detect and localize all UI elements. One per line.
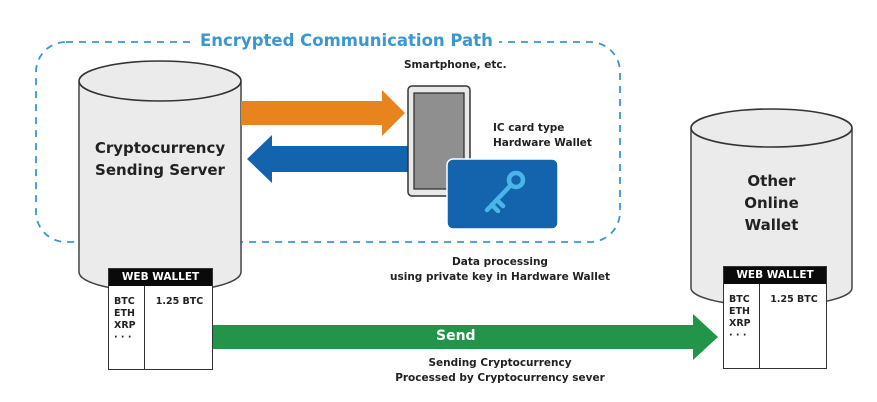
data-processing-line2: using private key in Hardware Wallet: [390, 271, 610, 283]
send-caption-line1: Sending Cryptocurrency: [428, 357, 572, 369]
key-icon: [484, 170, 526, 214]
hardware-wallet-label: IC card type Hardware Wallet: [493, 121, 592, 151]
send-arrow: [212, 314, 718, 360]
hardware-wallet-label-line2: Hardware Wallet: [493, 137, 592, 149]
data-processing-label: Data processing using private key in Har…: [385, 255, 615, 285]
other-wallet-cylinder: [690, 108, 853, 307]
currency-item: BTC: [114, 296, 135, 307]
web-wallet-left: WEB WALLET BTC ETH XRP · · · 1.25 BTC: [108, 268, 213, 370]
send-caption: Sending Cryptocurrency Processed by Cryp…: [385, 356, 615, 386]
sending-server-label-line1: Cryptocurrency: [94, 139, 226, 157]
smartphone-label: Smartphone, etc.: [404, 59, 507, 71]
currency-item: · · ·: [729, 330, 747, 341]
blue-arrow-left: [247, 135, 410, 183]
web-wallet-right: WEB WALLET BTC ETH XRP · · · 1.25 BTC: [723, 266, 827, 369]
currency-item: BTC: [729, 294, 750, 305]
balance-value: 1.25 BTC: [155, 296, 204, 307]
web-wallet-header: WEB WALLET: [109, 269, 212, 286]
other-wallet-label-line1: Other: [747, 172, 796, 190]
hardware-wallet-label-line1: IC card type: [493, 122, 565, 134]
other-wallet-label-line2: Online: [744, 194, 799, 212]
currency-item: ETH: [114, 308, 135, 319]
sending-server-cylinder: [78, 60, 242, 293]
currency-list: BTC ETH XRP · · ·: [724, 284, 760, 368]
web-wallet-header: WEB WALLET: [724, 267, 826, 284]
currency-list: BTC ETH XRP · · ·: [109, 286, 145, 369]
send-caption-line2: Processed by Cryptocurrency sever: [395, 372, 605, 384]
currency-item: XRP: [729, 318, 751, 329]
sending-server-label: Cryptocurrency Sending Server: [79, 137, 241, 181]
currency-item: · · ·: [114, 332, 132, 343]
other-wallet-label: Other Online Wallet: [691, 170, 852, 236]
balance-value: 1.25 BTC: [770, 294, 818, 305]
sending-server-label-line2: Sending Server: [95, 161, 225, 179]
ic-card-icon: [446, 158, 559, 230]
orange-arrow-right: [241, 90, 405, 136]
other-wallet-label-line3: Wallet: [744, 216, 799, 234]
currency-item: XRP: [114, 320, 136, 331]
data-processing-line1: Data processing: [452, 256, 548, 268]
send-label: Send: [436, 328, 476, 344]
currency-item: ETH: [729, 306, 750, 317]
encrypted-path-title: Encrypted Communication Path: [194, 31, 499, 50]
